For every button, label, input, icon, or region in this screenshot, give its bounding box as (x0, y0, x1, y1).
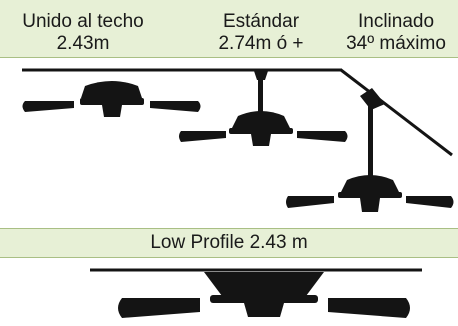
standard-mount-height: 2.74m ó + (218, 33, 304, 54)
angled-mount-angle: 34º máximo (346, 33, 446, 54)
standard-downrod-fan-icon (179, 71, 348, 146)
mount-types-header (0, 0, 458, 58)
flush-mount-height: 2.43m (56, 33, 110, 54)
flush-mount-title: Unido al techo (22, 11, 144, 32)
standard-mount-title: Estándar (222, 11, 300, 32)
angled-ceiling-fan-icon (286, 88, 454, 212)
angled-mount-title: Inclinado (357, 11, 435, 32)
ceiling-line-top (22, 68, 453, 157)
low-profile-header (0, 228, 458, 258)
flush-mount-fan-icon (22, 81, 201, 117)
low-profile-title: Low Profile 2.43 m (150, 232, 308, 253)
low-profile-fan-icon (118, 272, 410, 318)
